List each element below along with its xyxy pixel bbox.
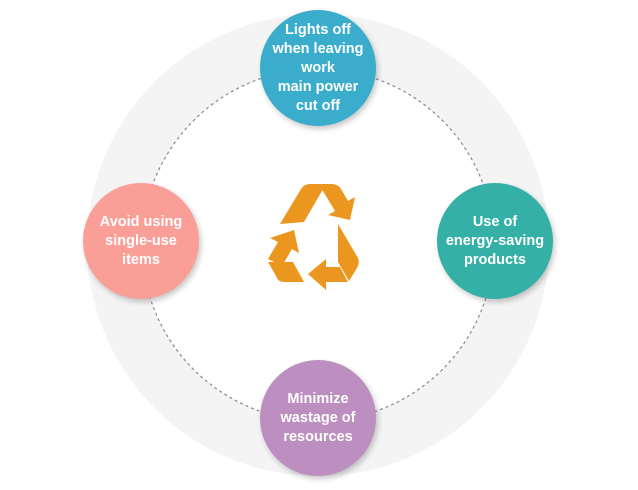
- node-label: Use of energy-saving products: [445, 213, 545, 268]
- recycle-arrow-right: [308, 224, 359, 290]
- recycle-icon: [268, 184, 359, 290]
- node-label: Avoid using single-use items: [99, 213, 183, 268]
- node-energy-saving: Use of energy-saving products: [437, 183, 553, 299]
- recycle-arrow-left: [268, 230, 304, 282]
- node-minimize-wastage: Minimize wastage of resources: [260, 360, 376, 476]
- recycle-arrow-top: [280, 184, 355, 224]
- node-label: Lights off when leaving work main power …: [272, 21, 364, 114]
- node-lights-off: Lights off when leaving work main power …: [260, 10, 376, 126]
- node-label: Minimize wastage of resources: [280, 390, 356, 445]
- node-avoid-single-use: Avoid using single-use items: [83, 183, 199, 299]
